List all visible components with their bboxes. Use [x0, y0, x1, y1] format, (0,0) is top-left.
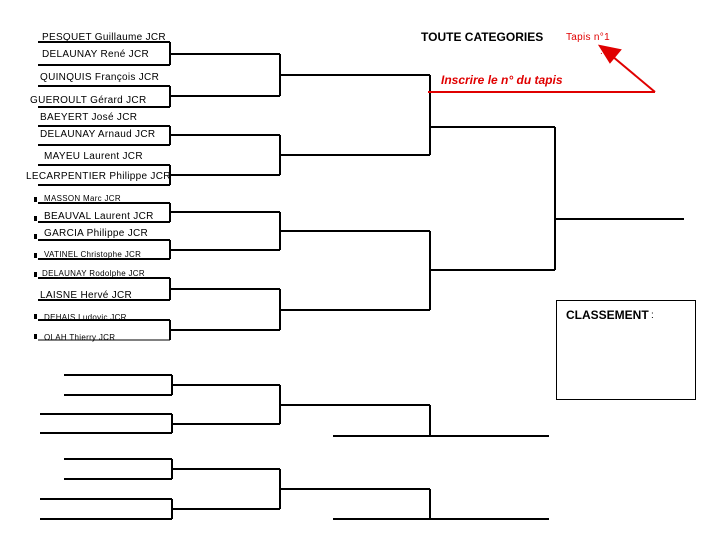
seed-marker — [34, 334, 37, 339]
ranking-box — [556, 300, 696, 400]
mat-label: Tapis n°1 — [566, 32, 610, 43]
competitor-name: DELAUNAY Arnaud JCR — [40, 129, 156, 140]
ranking-colon: : — [651, 310, 654, 321]
seed-marker — [34, 272, 37, 277]
mat-marker: . — [600, 46, 604, 57]
competitor-name: DELAUNAY René JCR — [42, 49, 149, 60]
competitor-name: MAYEU Laurent JCR — [44, 151, 143, 162]
competitor-name: DELAUNAY Rodolphe JCR — [42, 269, 145, 278]
competitor-name: LAISNE Hervé JCR — [40, 290, 133, 301]
competitor-name: BAEYERT José JCR — [40, 112, 138, 123]
seed-marker — [34, 197, 37, 202]
red-arrow-icon — [428, 44, 656, 93]
competitor-name: OLAH Thierry JCR — [44, 333, 116, 342]
seed-marker — [34, 216, 37, 221]
seed-marker — [34, 234, 37, 239]
competitor-name: QUINQUIS François JCR — [40, 72, 160, 83]
category-title: TOUTE CATEGORIES — [421, 30, 544, 44]
competitor-name: DEHAIS Ludovic JCR — [44, 313, 127, 322]
competitor-name: MASSON Marc JCR — [44, 194, 121, 203]
competitor-name: VATINEL Christophe JCR — [44, 250, 142, 259]
competitor-name: GUEROULT Gérard JCR — [30, 95, 147, 106]
seed-marker — [34, 253, 37, 258]
competitor-name: GARCIA Philippe JCR — [44, 228, 149, 239]
competitor-name: BEAUVAL Laurent JCR — [44, 211, 154, 222]
mat-instruction: Inscrire le n° du tapis — [441, 73, 563, 87]
competitor-name: PESQUET Guillaume JCR — [42, 32, 166, 43]
ranking-label: CLASSEMENT — [566, 308, 649, 322]
competitor-name: LECARPENTIER Philippe JCR — [26, 171, 171, 182]
seed-marker — [34, 314, 37, 319]
